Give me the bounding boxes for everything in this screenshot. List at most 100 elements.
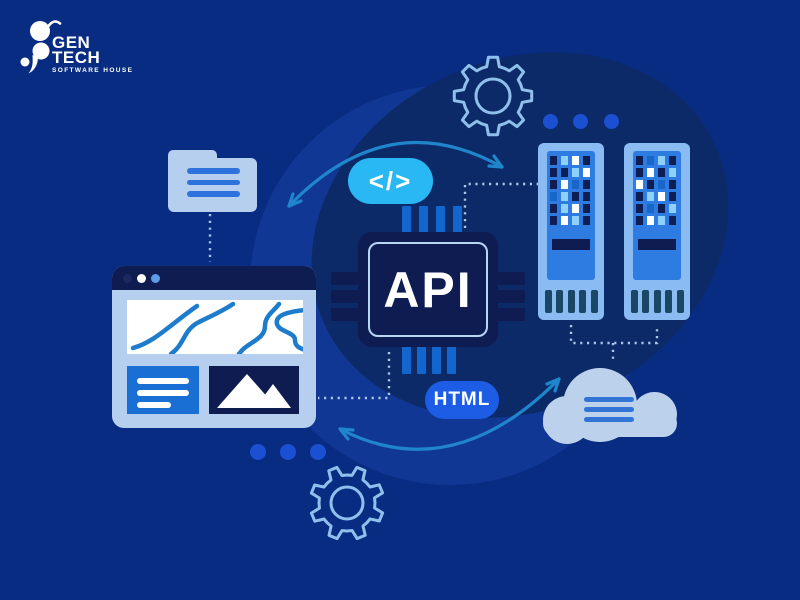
server-vent: [676, 290, 684, 313]
server-vent: [567, 290, 575, 313]
dotted-connector-servers: [569, 325, 659, 345]
dotted-connector-chip-browser: [318, 352, 391, 400]
server-vents: [624, 290, 690, 313]
decor-dot: [543, 114, 558, 129]
decor-dot: [573, 114, 588, 129]
map-panel: [127, 300, 308, 357]
map-line: [130, 303, 200, 351]
server-memory-cell: [572, 216, 579, 225]
server-memory-cell: [658, 180, 665, 189]
chip-pin: [498, 272, 525, 285]
server-memory-cell: [550, 156, 557, 165]
cloud-line: [584, 417, 634, 422]
browser-titlebar: [112, 266, 316, 290]
folder-line: [187, 191, 240, 197]
company-name-line1: GEN: [52, 33, 91, 52]
cloud-line: [584, 397, 634, 402]
server-memory-cell: [550, 216, 557, 225]
server-memory-cell: [669, 204, 676, 213]
server-vent: [630, 290, 638, 313]
server-tower-right: [624, 143, 690, 320]
server-vent: [544, 290, 552, 313]
gear-icon-hole: [329, 485, 365, 521]
server-memory-cell: [658, 216, 665, 225]
html-badge: HTML: [425, 381, 499, 419]
window-control-dot: [137, 273, 146, 283]
server-memory-cell: [647, 216, 654, 225]
server-vent: [665, 290, 672, 313]
server-vent: [556, 290, 563, 313]
arrowhead: [287, 192, 303, 208]
dotted-connector-chip-server: [463, 182, 538, 228]
server-vent: [590, 290, 598, 313]
server-memory-cell: [647, 156, 654, 165]
chip-pin: [498, 308, 525, 321]
server-memory-cell: [583, 216, 590, 225]
server-memory-cell: [669, 156, 676, 165]
server-slot: [638, 239, 676, 250]
chip-pin: [498, 290, 525, 303]
server-vent: [579, 290, 586, 313]
server-memory-cell: [658, 192, 665, 201]
server-memory-cell: [647, 168, 654, 177]
map-line: [274, 307, 308, 353]
server-memory-cell: [561, 192, 568, 201]
window-control-dot: [151, 273, 160, 283]
map-lines: [130, 301, 308, 357]
server-memory-cell: [636, 180, 643, 189]
server-memory-cell: [572, 192, 579, 201]
arrowhead: [487, 154, 504, 169]
server-memory-cell: [647, 192, 654, 201]
api-chip: API: [358, 232, 498, 347]
server-memory-cell: [636, 192, 643, 201]
server-slot: [552, 239, 590, 250]
server-memory-cell: [647, 180, 654, 189]
image-panel: [209, 366, 299, 414]
chip-pin: [417, 346, 426, 374]
decor-dot: [310, 444, 326, 460]
browser-window: [112, 266, 316, 428]
server-memory-cell: [669, 168, 676, 177]
gear-icon-hole: [474, 77, 512, 115]
chip-pin: [447, 346, 456, 374]
chip-pin: [436, 206, 445, 234]
folder-icon: [168, 158, 257, 212]
server-memory-cell: [583, 180, 590, 189]
decor-dot: [250, 444, 266, 460]
folder-line: [187, 179, 240, 185]
chip-pin: [419, 206, 428, 234]
server-memory-cell: [583, 192, 590, 201]
arrowhead: [338, 427, 355, 441]
server-memory-cell: [636, 156, 643, 165]
server-memory-cell: [636, 168, 643, 177]
chip-pin: [432, 346, 441, 374]
server-memory-cell: [561, 180, 568, 189]
server-memory-cell: [550, 204, 557, 213]
logo-mark-icon: [20, 20, 62, 74]
decor-dot: [280, 444, 296, 460]
server-memory-cell: [583, 156, 590, 165]
server-memory-cell: [561, 156, 568, 165]
server-panel: [547, 151, 595, 280]
server-memory-cell: [583, 168, 590, 177]
server-memory-cell: [561, 216, 568, 225]
server-memory-cell: [550, 168, 557, 177]
cloud-base: [543, 410, 677, 437]
chip-pin: [402, 206, 411, 234]
logo: GEN TECH SOFTWARE HOUSE: [18, 14, 148, 86]
decor-dot: [604, 114, 619, 129]
cloud-icon: [543, 368, 677, 444]
server-memory-cell: [658, 204, 665, 213]
company-name-line2: TECH: [52, 48, 101, 67]
server-memory-cell: [572, 180, 579, 189]
server-memory-cell: [583, 204, 590, 213]
server-memory-cell: [669, 216, 676, 225]
server-memory-cell: [550, 180, 557, 189]
folder-line: [187, 168, 240, 174]
server-vent: [642, 290, 649, 313]
cloud-line: [584, 407, 634, 412]
code-badge: </>: [348, 158, 433, 204]
server-memory-cell: [647, 204, 654, 213]
server-memory-cell: [658, 168, 665, 177]
